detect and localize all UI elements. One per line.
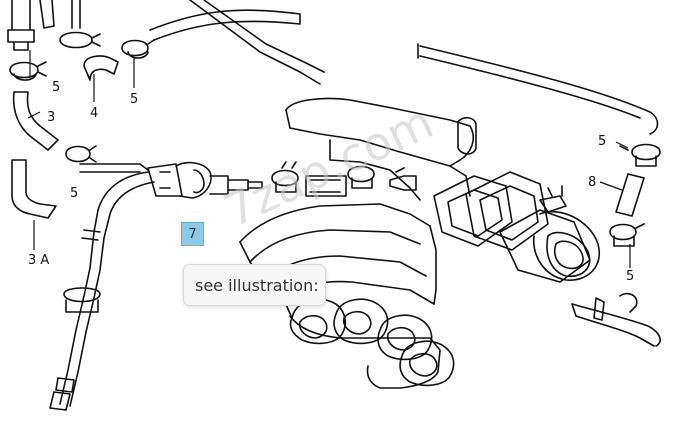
watermark-text: 7zap.com [216, 94, 442, 237]
callout-3a: 3 A [28, 253, 49, 268]
hose-8 [615, 173, 645, 217]
vacuum-line [49, 163, 155, 411]
clamp-5-right-bottom [609, 223, 645, 247]
callout-5: 5 [598, 134, 606, 149]
clamp-5-mid [65, 39, 155, 163]
clamp-5-left [9, 61, 47, 81]
part-7-label: 7 [188, 226, 197, 242]
clamp-5-right-top [619, 143, 661, 167]
right-bent-pipe [571, 292, 661, 347]
callout-5: 5 [626, 269, 634, 284]
leader-lines [27, 50, 631, 268]
tooltip-text: see illustration: [195, 275, 319, 295]
callout-8: 8 [588, 175, 596, 190]
callout-5: 5 [70, 186, 78, 201]
part-7-hotspot[interactable]: 7 [181, 222, 204, 246]
hose-3 [12, 91, 59, 151]
hose-3a [11, 159, 57, 219]
valve-7 [147, 161, 263, 199]
top-left-fitting [7, 0, 55, 51]
see-illustration-tooltip: see illustration: [183, 264, 326, 306]
callout-4: 4 [90, 106, 98, 121]
callout-5: 5 [130, 92, 138, 107]
hose-4 [83, 55, 119, 81]
top-clamp [59, 0, 101, 49]
throttle-flange [433, 171, 601, 283]
callout-5: 5 [52, 80, 60, 95]
callout-3: 3 [47, 110, 55, 125]
upper-hose [149, 0, 659, 135]
clamp-pair [271, 161, 417, 197]
